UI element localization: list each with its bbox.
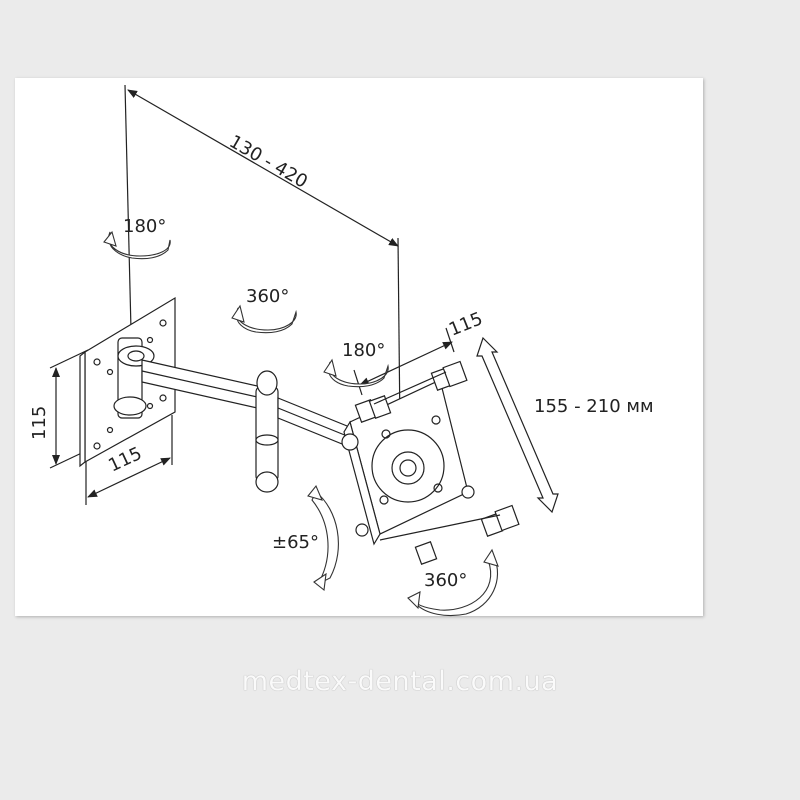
arm-joint-label: 360°: [246, 286, 289, 307]
holder-width-label: 115: [446, 308, 486, 340]
second-arm: [277, 397, 353, 449]
middle-joint: [255, 370, 279, 493]
holder-range-label: 155 - 210 мм: [534, 396, 654, 417]
tilt-label: ±65°: [272, 532, 319, 553]
holder-spin-label: 360°: [424, 570, 467, 591]
plate-height-label: 115: [29, 406, 50, 440]
arm-joint-rotation: 360°: [231, 286, 297, 334]
watermark: medtex-dental.com.ua: [241, 666, 559, 697]
plate-height-dimension: 115: [29, 349, 89, 469]
tablet-holder: [341, 360, 520, 565]
head-pivot-rotation: 180°: [323, 340, 389, 388]
head-pivot-label: 180°: [342, 340, 385, 361]
tilt-rotation: ±65°: [272, 484, 339, 592]
wall-pivot-rotation: 180°: [103, 216, 171, 260]
arm-length-label: 130 - 420: [226, 131, 312, 193]
holder-spin-rotation: 360°: [407, 548, 499, 617]
wall-pivot-label: 180°: [123, 216, 166, 237]
holder-range-dimension: 155 - 210 мм: [476, 336, 654, 514]
